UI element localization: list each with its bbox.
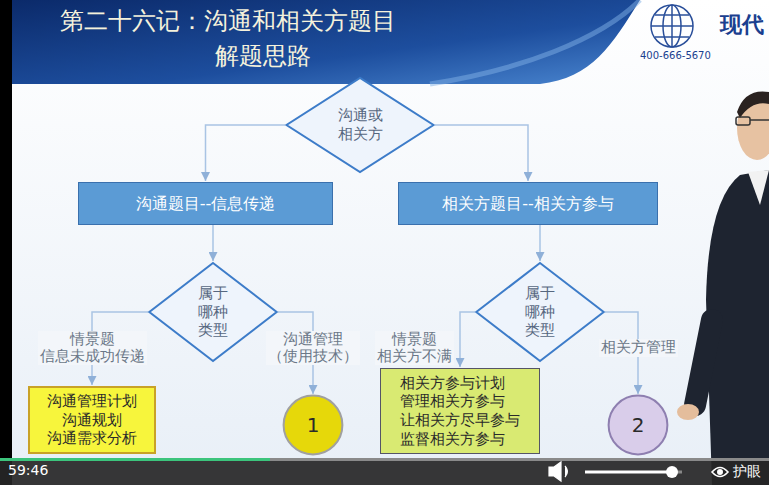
header-band bbox=[12, 0, 640, 84]
node-text: 沟通题目--信息传递 bbox=[136, 194, 276, 214]
decision-diamond: 属于 哪种 类型 bbox=[148, 262, 278, 362]
process-box: 相关方题目--相关方参与 bbox=[398, 182, 658, 225]
eye-care-button: 护眼 bbox=[733, 463, 761, 480]
process-box: 沟通管理计划 沟通规划 沟通需求分析 bbox=[28, 386, 156, 454]
progress-played bbox=[0, 458, 270, 461]
speaker-icon bbox=[549, 462, 568, 481]
edge-label: 情景题 信息未成功传递 bbox=[38, 331, 147, 366]
player-bar bbox=[0, 458, 769, 485]
presenter bbox=[677, 91, 769, 485]
circle-shape bbox=[284, 396, 343, 455]
callout-circle: 2 bbox=[608, 395, 668, 455]
flow-connector bbox=[539, 225, 541, 261]
header-streak bbox=[430, 0, 640, 84]
diamond-shape bbox=[287, 78, 434, 172]
flow-connector bbox=[460, 312, 475, 367]
globe-logo bbox=[651, 5, 693, 47]
diamond-shape bbox=[476, 263, 603, 361]
phone-number: 400-666-5670 bbox=[640, 50, 711, 62]
callout-circle: 1 bbox=[283, 395, 343, 455]
node-text: 相关方参与计划 管理相关方参与 让相关方尽早参与 监督相关方参与 bbox=[400, 374, 520, 449]
process-box: 沟通题目--信息传递 bbox=[78, 182, 333, 225]
video-left-edge bbox=[0, 0, 12, 485]
node-text: 1 bbox=[307, 413, 320, 438]
process-box: 相关方参与计划 管理相关方参与 让相关方尽早参与 监督相关方参与 bbox=[380, 368, 540, 454]
flow-connector bbox=[206, 125, 286, 181]
flow-connector bbox=[435, 125, 528, 181]
flow-connector bbox=[212, 225, 214, 261]
volume-level bbox=[585, 471, 672, 474]
node-text: 相关方题目--相关方参与 bbox=[442, 194, 614, 214]
edge-label: 情景题 相关方不满 bbox=[375, 331, 454, 366]
node-text: 属于 哪种 类型 bbox=[198, 284, 228, 340]
video-time: 59:46 bbox=[8, 462, 48, 479]
node-text: 沟通管理计划 沟通规划 沟通需求分析 bbox=[47, 392, 137, 448]
slide-title: 第二十六记：沟通和相关方题目 解题思路 bbox=[60, 4, 415, 74]
eye-icon bbox=[712, 468, 728, 477]
logo-text: 现代 bbox=[720, 12, 764, 38]
decision-diamond: 属于 哪种 类型 bbox=[475, 262, 605, 362]
decision-diamond: 沟通或 相关方 bbox=[285, 77, 435, 173]
diamond-shape bbox=[149, 263, 276, 361]
slide-ground bbox=[12, 0, 769, 485]
node-text: 属于 哪种 类型 bbox=[525, 284, 555, 340]
node-text: 2 bbox=[632, 413, 645, 438]
node-text: 沟通或 相关方 bbox=[338, 106, 383, 144]
progress-track bbox=[0, 458, 769, 461]
volume-knob bbox=[666, 466, 678, 478]
edge-label: 相关方管理 bbox=[599, 339, 678, 356]
circle-shape bbox=[609, 396, 668, 455]
edge-label: 沟通管理 （使用技术） bbox=[266, 331, 360, 366]
